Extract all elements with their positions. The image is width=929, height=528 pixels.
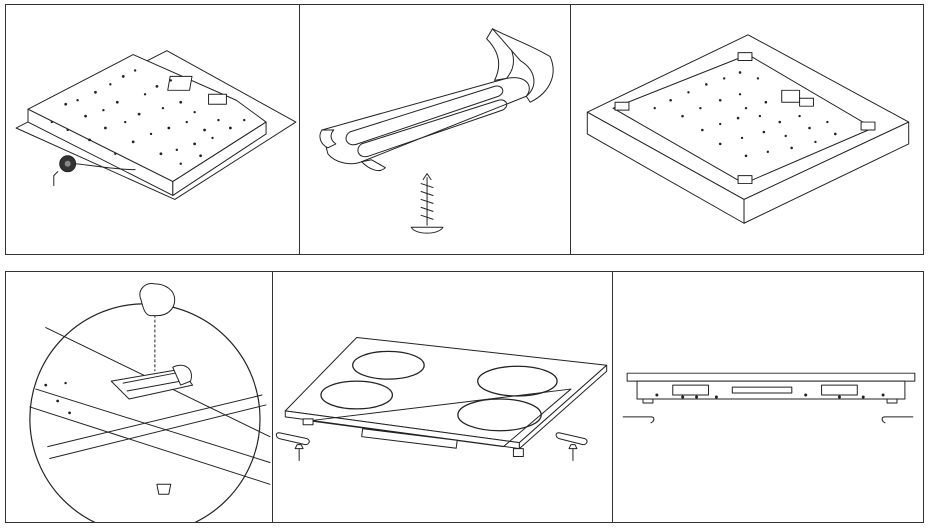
panel-step-2 [299, 4, 571, 255]
worktop-edge-right [881, 416, 914, 424]
bracket-and-screw-illustration [319, 28, 554, 234]
panel-step-6 [612, 271, 924, 523]
hand-icon [139, 283, 176, 317]
cooking-zone-front-left [320, 380, 394, 410]
bracket-screw-closeup-illustration [29, 283, 271, 522]
panel-step-4 [5, 271, 273, 523]
hob-on-worktop-illustration [586, 34, 910, 224]
screw-icon [410, 173, 444, 234]
panel-step-5 [272, 271, 613, 523]
panel-step-1 [5, 4, 300, 255]
bracket-right-icon [555, 432, 588, 446]
cooking-zone-rear-left [352, 350, 425, 380]
worktop-edge-left [622, 416, 655, 424]
component-dots [653, 71, 837, 158]
panel-step-3 [570, 4, 924, 255]
screw-right-icon [568, 444, 578, 461]
side-view-illustration [622, 372, 916, 424]
screw-left-icon [294, 444, 304, 461]
hob-four-zones-illustration [275, 336, 608, 461]
hob-underside-illustration [15, 50, 297, 200]
component-dots [50, 69, 246, 165]
bracket-left-icon [275, 432, 310, 446]
